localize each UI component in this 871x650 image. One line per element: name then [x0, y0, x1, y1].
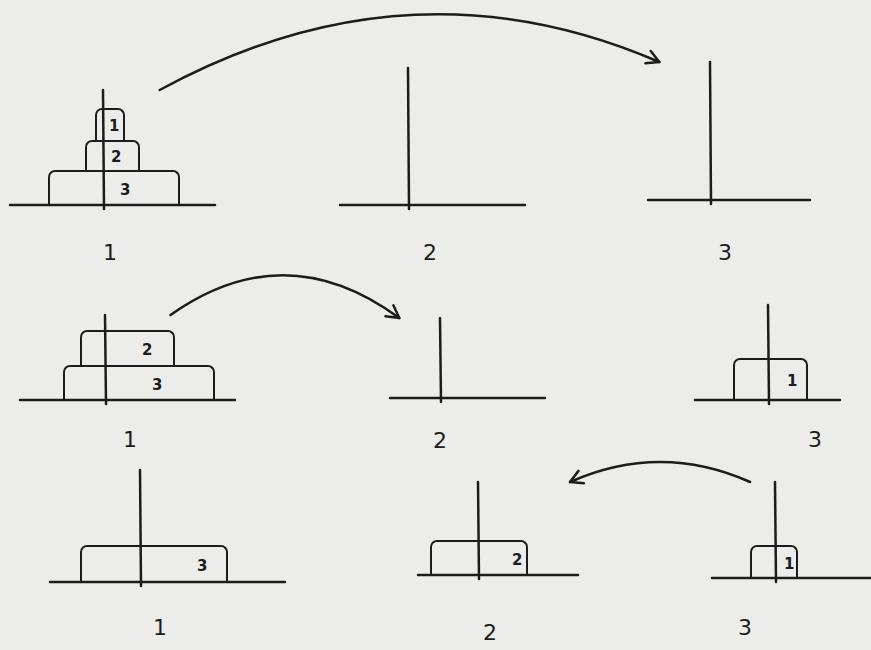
disk-number: 2	[111, 148, 121, 166]
disk: 3	[63, 365, 215, 400]
peg-drawing	[340, 68, 525, 268]
move-arrow	[171, 275, 400, 318]
peg: 31	[712, 482, 871, 647]
disk: 2	[85, 140, 140, 170]
peg: 2	[390, 318, 545, 458]
peg-number: 2	[423, 240, 437, 266]
peg-drawing	[648, 62, 810, 267]
disk: 1	[750, 545, 798, 578]
peg-drawing	[390, 318, 545, 458]
peg-number: 1	[123, 427, 137, 453]
disk: 2	[80, 330, 175, 365]
peg-drawing	[418, 482, 578, 647]
disk: 2	[430, 540, 528, 575]
peg: 2	[340, 68, 525, 268]
peg: 3	[648, 62, 810, 267]
disk-number: 1	[784, 555, 794, 573]
peg-number: 3	[808, 427, 822, 453]
disk-number: 2	[512, 551, 522, 569]
disk-number: 3	[197, 557, 207, 575]
peg-number: 1	[103, 240, 117, 266]
disk: 3	[48, 170, 180, 205]
disk-number: 1	[109, 117, 119, 135]
move-arrow	[570, 462, 750, 483]
disk-number: 1	[787, 372, 797, 390]
disk-number: 3	[152, 376, 162, 394]
peg: 22	[418, 482, 578, 647]
peg: 1 23	[20, 315, 235, 455]
peg-number: 1	[153, 615, 167, 641]
move-arrow	[160, 14, 660, 90]
peg-drawing	[50, 470, 285, 645]
peg: 13	[50, 470, 285, 645]
peg: 31	[695, 305, 840, 455]
disk: 1	[95, 108, 125, 140]
disk-number: 2	[142, 341, 152, 359]
peg-number: 2	[483, 620, 497, 646]
peg: 1 1 2 3	[10, 90, 215, 270]
disk-number: 3	[120, 181, 130, 199]
peg-number: 3	[738, 615, 752, 641]
disk: 3	[80, 545, 228, 582]
peg-number: 3	[718, 240, 732, 266]
disk: 1	[733, 358, 808, 400]
peg-number: 2	[433, 428, 447, 454]
